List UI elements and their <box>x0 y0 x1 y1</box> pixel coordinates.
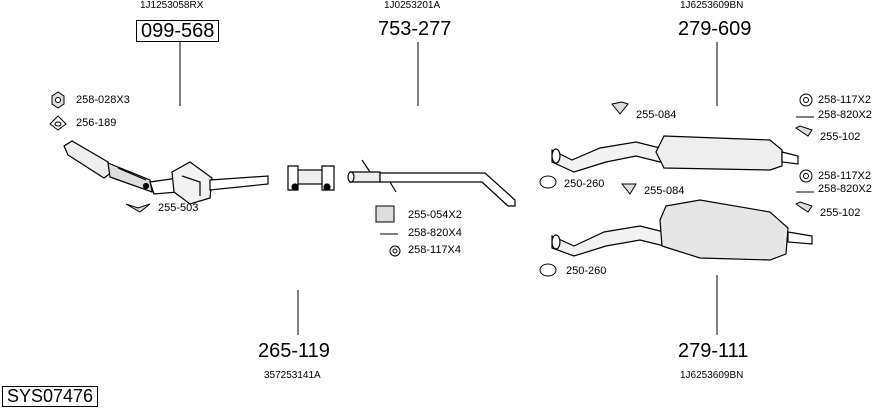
hanger-lower-icon <box>620 183 637 195</box>
bracket-icon <box>375 205 395 223</box>
part-rear-upper[interactable]: 279-609 <box>678 18 752 40</box>
part-front-pipe[interactable]: 099-568 <box>136 20 220 42</box>
middle-pipe <box>347 159 516 207</box>
item-middle-1: 255-054X2 <box>408 209 462 221</box>
item-lower-1: 258-117X2 <box>818 170 872 182</box>
ref-clamp: 357253141A <box>264 370 321 381</box>
clamp-part <box>287 165 335 191</box>
front-pipe-catalyst <box>63 140 269 205</box>
rear-silencer-lower <box>551 199 813 261</box>
item-lower-4: 255-084 <box>644 185 685 197</box>
item-front-3: 255-503 <box>158 202 199 214</box>
item-front-1: 258-028X3 <box>76 94 130 106</box>
part-middle-pipe[interactable]: 753-277 <box>378 18 452 40</box>
ref-middle-pipe: 1J0253201A <box>384 0 441 11</box>
item-upper-2: 258-820X2 <box>818 109 872 121</box>
ref-rear-upper: 1J6253609BN <box>680 0 744 11</box>
item-lower-5: 250-260 <box>566 265 607 277</box>
item-upper-4: 255-084 <box>636 109 677 121</box>
item-lower-2: 258-820X2 <box>818 183 872 195</box>
hanger-icon <box>125 203 151 213</box>
item-upper-3: 255-102 <box>820 131 861 143</box>
hanger-upper-icon <box>611 101 629 115</box>
item-middle-3: 258-117X4 <box>408 244 462 256</box>
item-middle-2: 258-820X4 <box>408 227 462 239</box>
item-upper-5: 250-260 <box>564 178 605 190</box>
bracket-lower-icon <box>795 201 813 213</box>
bracket-upper-icon <box>795 125 813 137</box>
ref-rear-lower: 1J6253609BN <box>680 370 744 381</box>
diagram-id: SYS07476 <box>2 386 99 407</box>
item-lower-3: 255-102 <box>820 207 861 219</box>
part-clamp[interactable]: 265-119 <box>258 340 330 362</box>
part-rear-lower[interactable]: 279-111 <box>678 340 749 362</box>
item-front-2: 256-189 <box>76 117 117 129</box>
gasket-upper-icon <box>539 175 557 189</box>
ref-front-pipe: 1J1253058RX <box>140 0 204 11</box>
rear-silencer-upper <box>551 135 799 173</box>
gasket-lower-icon <box>539 263 557 277</box>
item-upper-1: 258-117X2 <box>818 94 872 106</box>
